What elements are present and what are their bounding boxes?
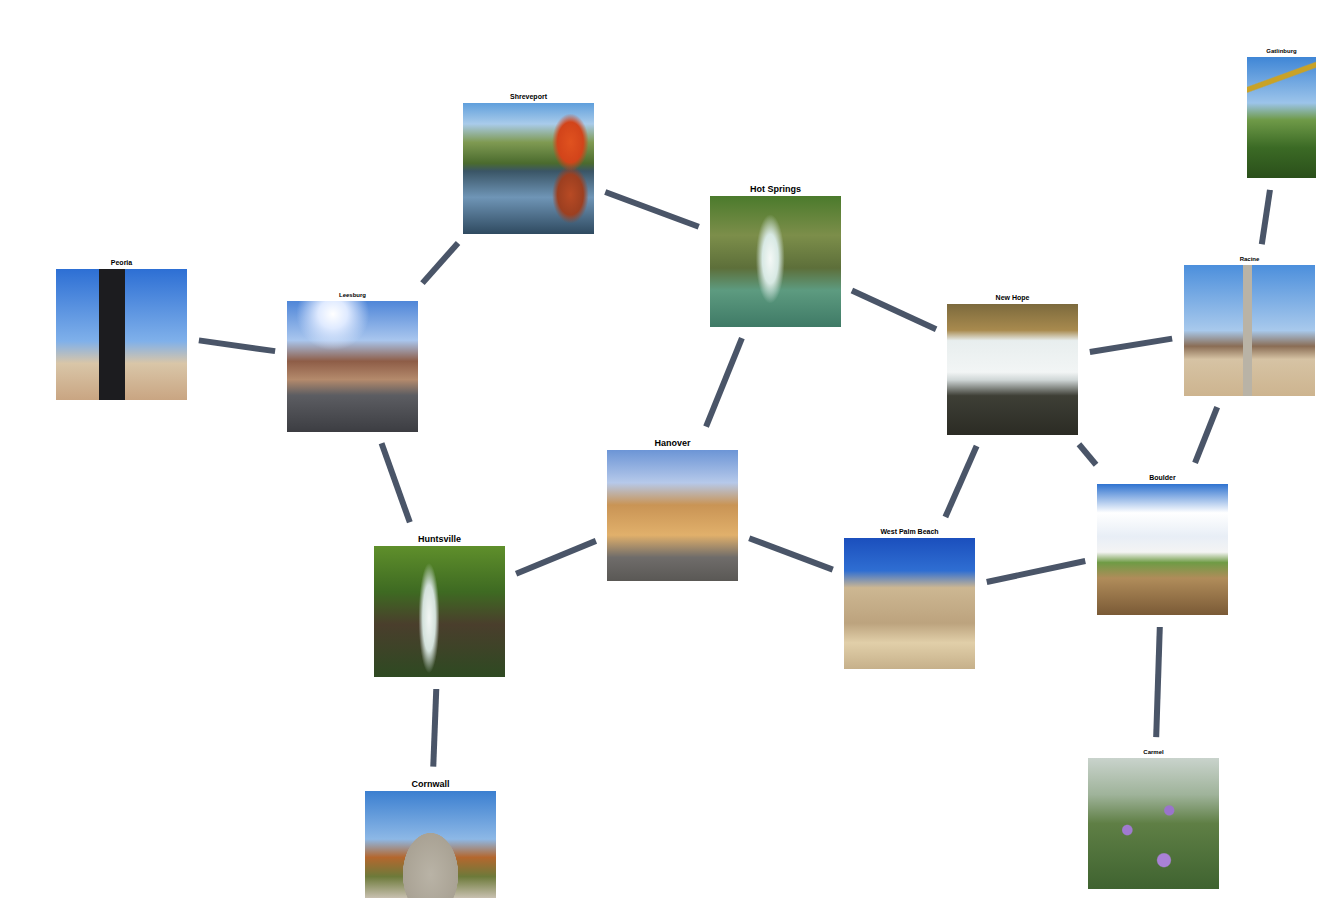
city-photo-node: Carmel (1088, 749, 1219, 889)
photo (1088, 758, 1219, 889)
city-name: Shreveport (463, 93, 594, 101)
city-name: New Hope (947, 294, 1078, 302)
city-name: Hot Springs (710, 184, 841, 194)
connector-line (1262, 190, 1270, 244)
photo (374, 546, 505, 677)
city-name: Cornwall (365, 779, 496, 789)
photo (844, 538, 975, 669)
city-photo-node: Hanover (607, 438, 738, 581)
city-name: Boulder (1097, 474, 1228, 482)
city-name: Carmel (1088, 749, 1219, 756)
photo (1097, 484, 1228, 615)
connector-line (516, 541, 596, 574)
city-photo-node: Shreveport (463, 93, 594, 234)
connector-line (422, 243, 458, 283)
city-photo-node: Racine (1184, 256, 1315, 396)
photo (287, 301, 418, 432)
city-photo-node: Gatlinburg (1247, 48, 1316, 178)
city-photo-node: New Hope (947, 294, 1078, 435)
city-name: Gatlinburg (1247, 48, 1316, 55)
photo (947, 304, 1078, 435)
city-name: Huntsville (374, 534, 505, 544)
connector-line (1156, 627, 1160, 737)
photo (463, 103, 594, 234)
city-photo-node: Huntsville (374, 534, 505, 677)
connector-line (852, 291, 936, 330)
connector-line (706, 338, 742, 426)
city-photo-node: Cornwall (365, 779, 496, 898)
photo (1247, 57, 1316, 178)
city-photo-node: Boulder (1097, 474, 1228, 615)
photo (365, 791, 496, 898)
photo (56, 269, 187, 400)
photo (710, 196, 841, 327)
connector-line (1079, 444, 1096, 465)
city-name: Leesburg (287, 292, 418, 299)
city-name: Peoria (56, 259, 187, 267)
photo (607, 450, 738, 581)
photo (1184, 265, 1315, 396)
city-name: Racine (1184, 256, 1315, 263)
connector-line (605, 192, 699, 227)
connector-line (1195, 407, 1217, 463)
connector-line (749, 538, 833, 569)
connector-line (433, 689, 436, 767)
city-photo-node: West Palm Beach (844, 528, 975, 669)
connector-line (987, 561, 1086, 582)
city-name: West Palm Beach (844, 528, 975, 536)
connector-line (199, 340, 275, 351)
city-name: Hanover (607, 438, 738, 448)
city-photo-node: Leesburg (287, 292, 418, 432)
city-photo-node: Peoria (56, 259, 187, 400)
city-photo-node: Hot Springs (710, 184, 841, 327)
connector-line (945, 446, 976, 517)
connector-line (1090, 339, 1172, 352)
connector-line (382, 443, 410, 522)
